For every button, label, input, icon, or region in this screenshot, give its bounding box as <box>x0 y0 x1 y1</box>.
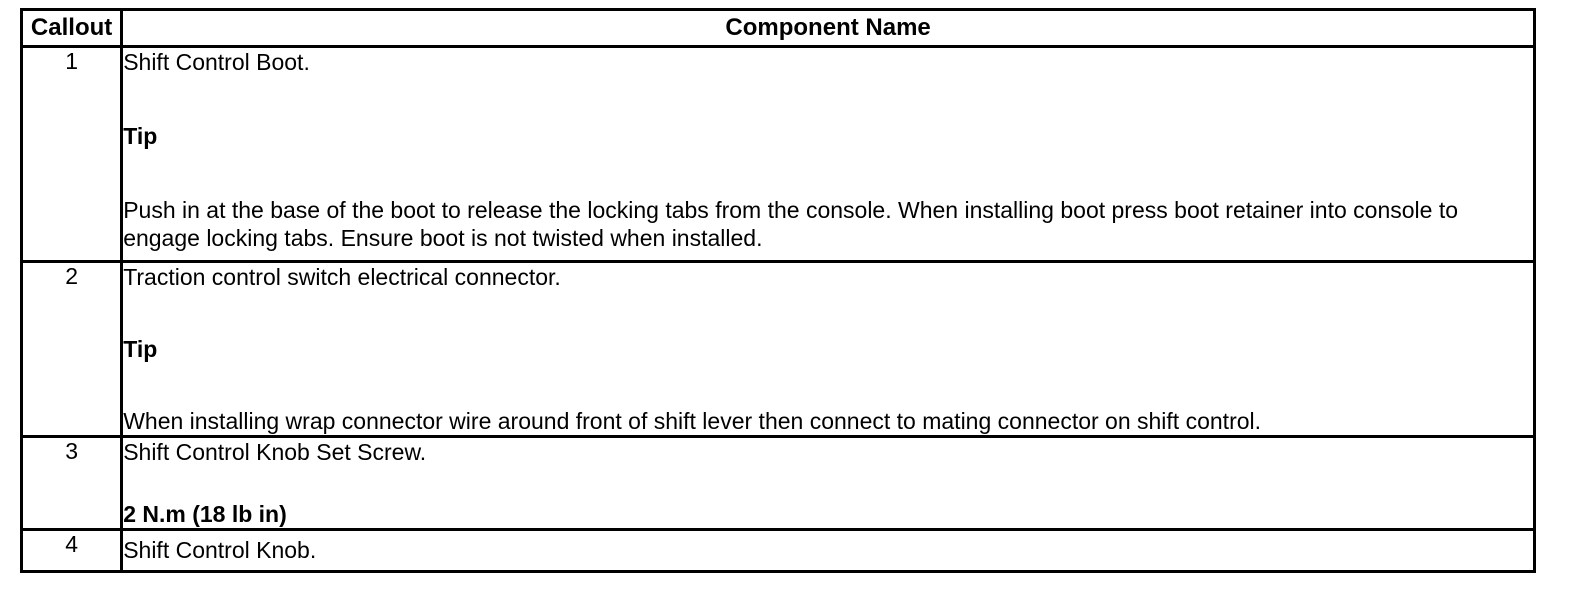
table-body: 1 Shift Control Boot. Tip Push in at the… <box>19 44 1536 574</box>
component-callout-table: Callout Component Name 1 Shift Control B… <box>19 8 1536 574</box>
component-title: Shift Control Boot. <box>123 49 310 75</box>
spacer <box>123 291 1533 335</box>
table-row: 3 Shift Control Knob Set Screw. 2 N.m (1… <box>19 435 1536 532</box>
tip-text: When installing wrap connector wire arou… <box>123 408 1262 435</box>
spacer <box>123 466 1533 500</box>
component-description: Traction control switch electrical conne… <box>120 260 1536 439</box>
spacer <box>123 76 1533 122</box>
component-description-block: Shift Control Boot. Tip Push in at the b… <box>123 48 1533 252</box>
tip-text: Push in at the base of the boot to relea… <box>123 197 1458 252</box>
callout-number: 3 <box>19 435 124 532</box>
table-header-row: Callout Component Name <box>19 8 1536 48</box>
table-row: 4 Shift Control Knob. <box>19 528 1536 574</box>
column-header-component-name: Component Name <box>120 8 1536 48</box>
component-title: Shift Control Knob. <box>123 537 317 564</box>
component-description: Shift Control Knob. <box>120 528 1536 574</box>
column-header-callout: Callout <box>19 8 124 48</box>
component-description-block: Shift Control Knob. <box>123 536 1533 564</box>
callout-number: 4 <box>19 528 124 574</box>
table-row: 2 Traction control switch electrical con… <box>19 260 1536 439</box>
component-description-block: Traction control switch electrical conne… <box>123 263 1533 435</box>
spacer <box>123 363 1533 407</box>
component-description: Shift Control Boot. Tip Push in at the b… <box>120 44 1536 264</box>
torque-spec: 2 N.m (18 lb in) <box>123 501 287 528</box>
component-description-block: Shift Control Knob Set Screw. 2 N.m (18 … <box>123 438 1533 528</box>
callout-number: 1 <box>19 44 124 264</box>
tip-label: Tip <box>123 123 158 150</box>
callout-number: 2 <box>19 260 124 439</box>
component-title: Shift Control Knob Set Screw. <box>123 439 427 466</box>
spacer <box>123 150 1533 196</box>
table-row: 1 Shift Control Boot. Tip Push in at the… <box>19 44 1536 264</box>
table-header: Callout Component Name <box>19 8 1536 48</box>
component-title: Traction control switch electrical conne… <box>123 264 561 291</box>
tip-label: Tip <box>123 336 158 363</box>
component-description: Shift Control Knob Set Screw. 2 N.m (18 … <box>120 435 1536 532</box>
